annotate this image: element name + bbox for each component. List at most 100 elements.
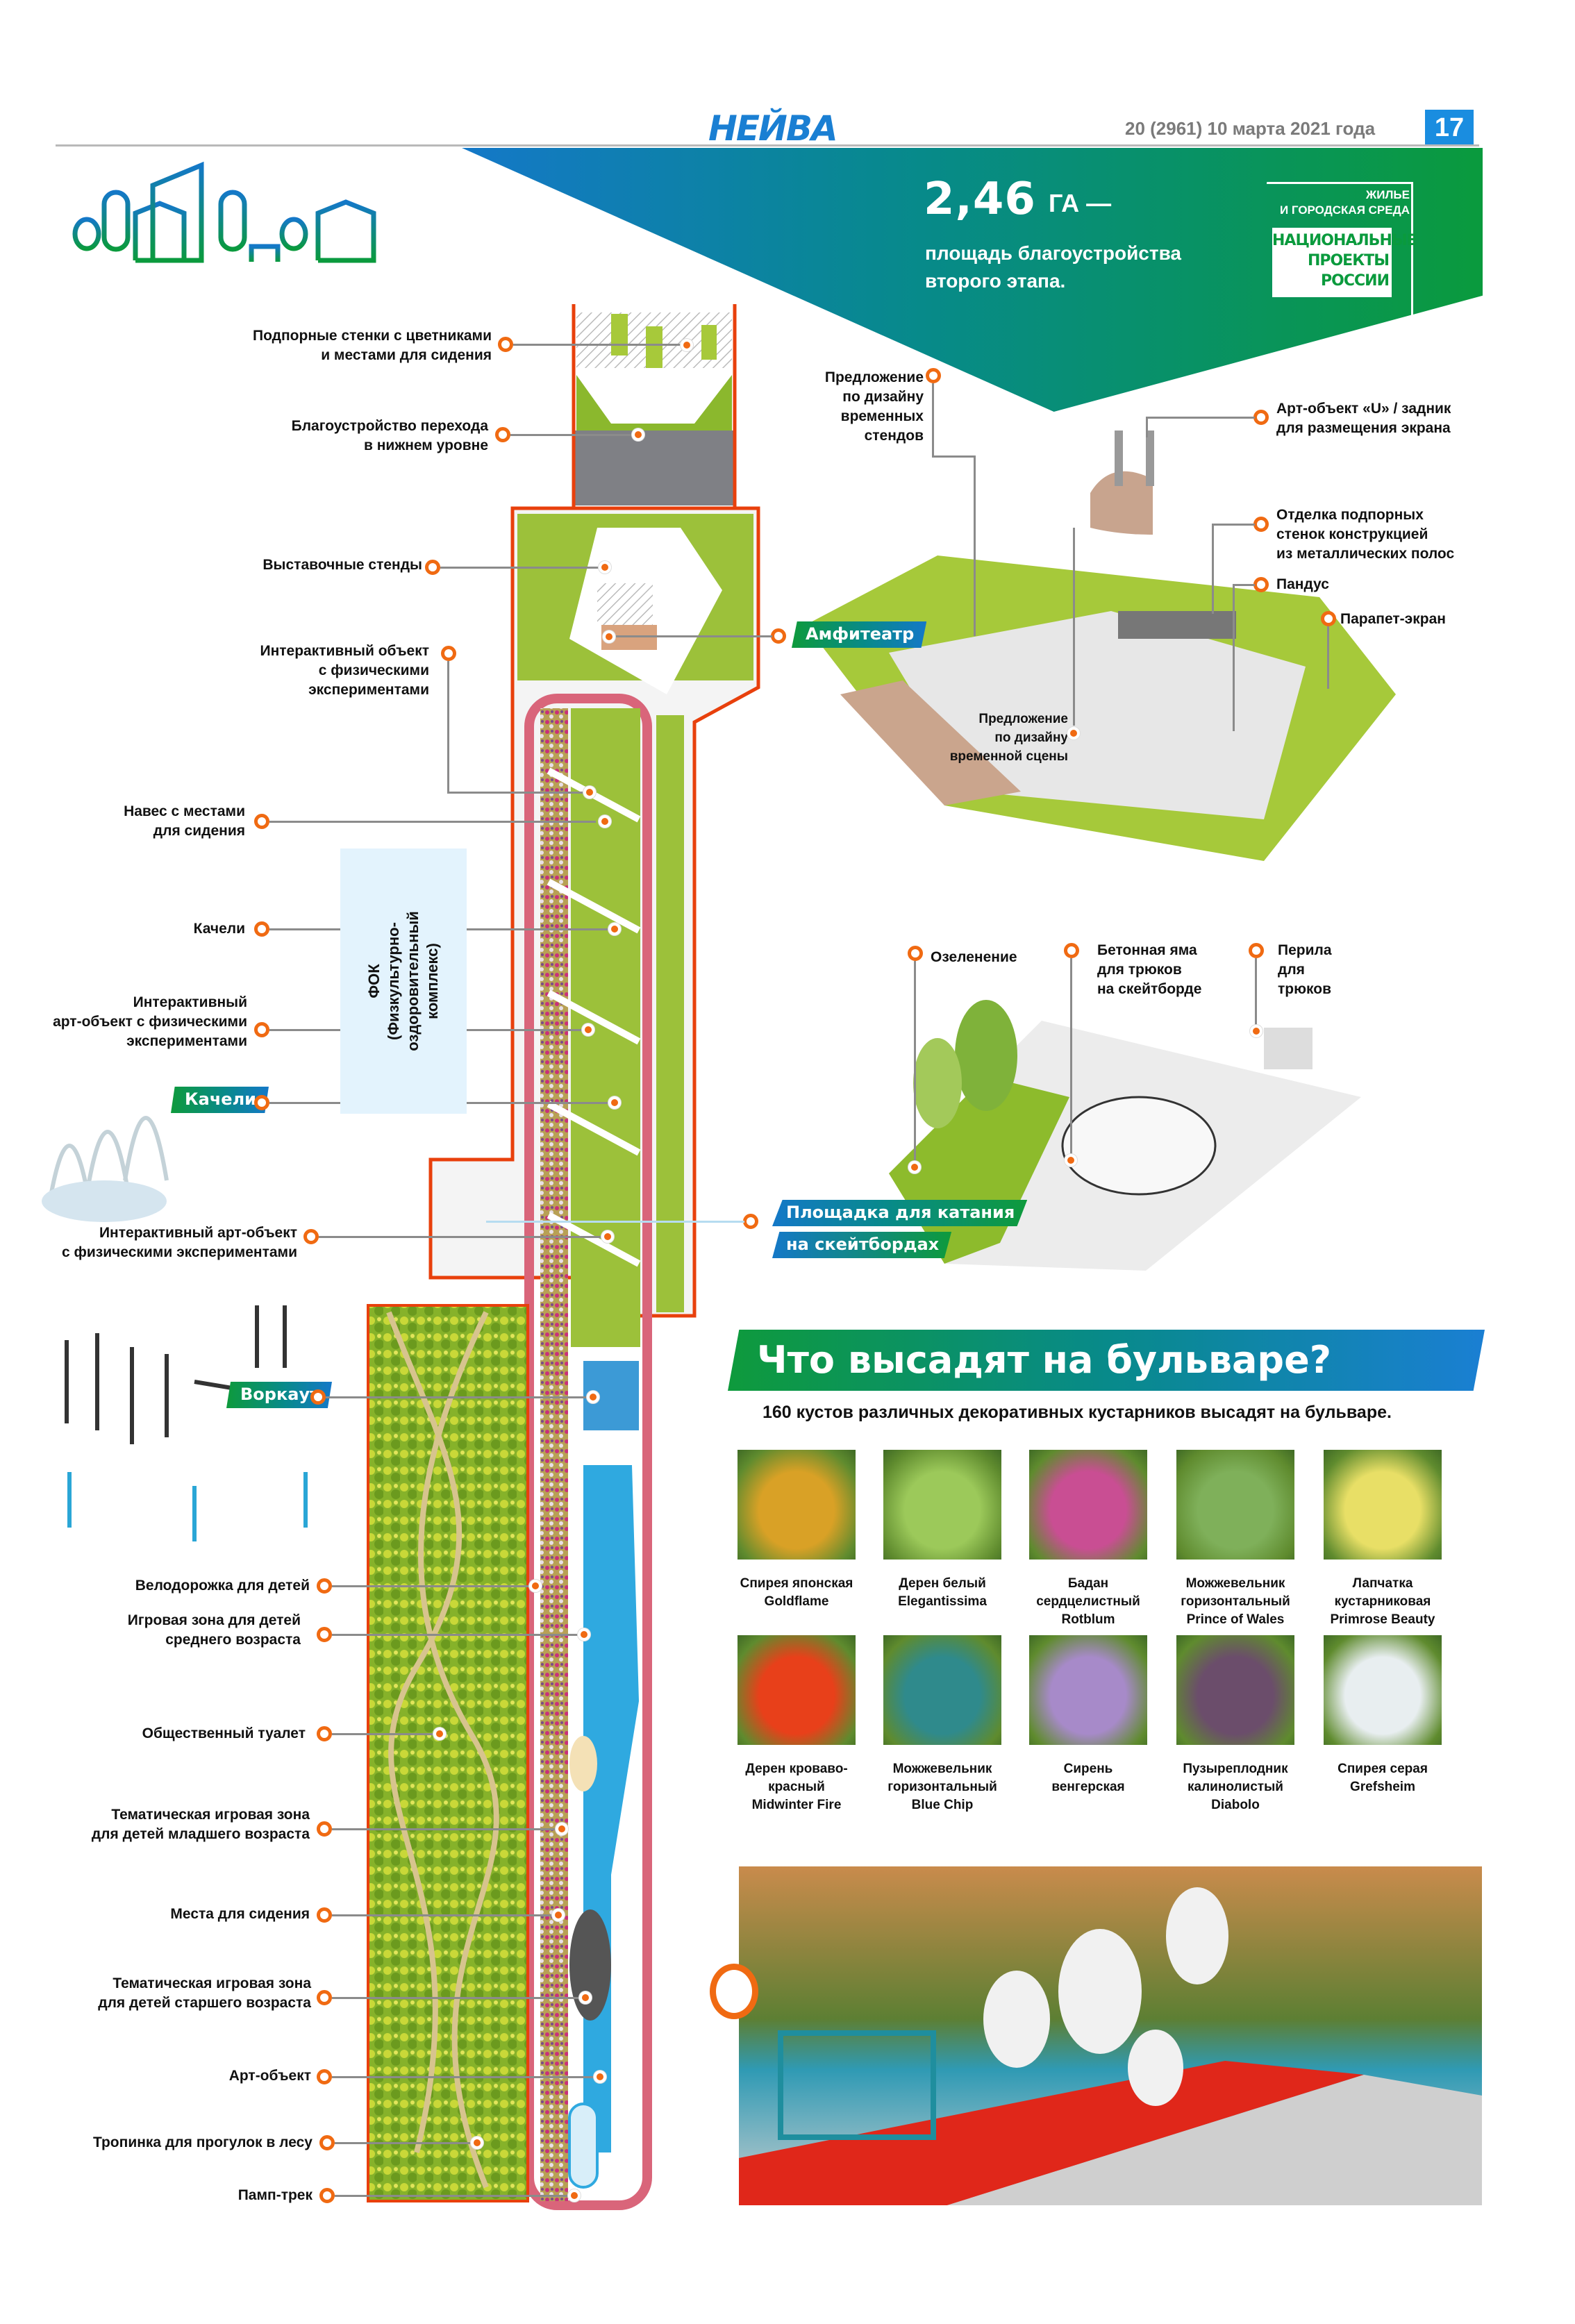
callout-marker[interactable] bbox=[1064, 943, 1079, 958]
callout-marker[interactable] bbox=[319, 2135, 335, 2150]
leader-line bbox=[1212, 524, 1255, 526]
callout-marker[interactable] bbox=[1321, 611, 1336, 626]
plant-name-line: Пузыреплодник bbox=[1183, 1762, 1288, 1776]
plan-pin[interactable] bbox=[594, 2071, 606, 2083]
plan-pin[interactable] bbox=[599, 815, 611, 828]
plan-pin[interactable] bbox=[1250, 1025, 1262, 1037]
leader-line bbox=[269, 1102, 340, 1104]
leader-line bbox=[447, 792, 586, 794]
plan-pin[interactable] bbox=[632, 428, 644, 441]
paved-walkway bbox=[947, 2075, 1482, 2205]
callout-marker[interactable] bbox=[498, 337, 513, 352]
callout-marker[interactable] bbox=[495, 427, 510, 442]
callout-marker[interactable] bbox=[908, 946, 923, 961]
plan-pin[interactable] bbox=[578, 1628, 590, 1641]
callout-marker[interactable] bbox=[317, 1990, 332, 2005]
callout-marker[interactable] bbox=[317, 1726, 332, 1741]
plan-pin[interactable] bbox=[908, 1161, 921, 1173]
leader-line bbox=[932, 383, 934, 457]
leader-line bbox=[332, 1634, 581, 1636]
plan-pin[interactable] bbox=[681, 339, 693, 351]
callout-art-object: Арт-объект bbox=[228, 2068, 311, 2084]
plan-pin[interactable] bbox=[608, 923, 621, 935]
leader-line bbox=[1327, 626, 1329, 689]
tag-skatepark-line2: на скейтбордах bbox=[772, 1232, 952, 1258]
callout-kids-cycle-path: Велодорожка для детей bbox=[135, 1578, 310, 1594]
leader-line bbox=[269, 1029, 340, 1031]
callout-marker[interactable] bbox=[319, 2188, 335, 2203]
national-projects-logo: НАЦИОНАЛЬНЫЕ ПРОЕКТЫ РОССИИ bbox=[1272, 228, 1417, 297]
plan-pin[interactable] bbox=[568, 2189, 581, 2202]
plant-photo bbox=[738, 1635, 856, 1745]
plant-photo bbox=[883, 1635, 1001, 1745]
plan-pin[interactable] bbox=[552, 1909, 565, 1921]
callout-marker[interactable] bbox=[1253, 410, 1269, 425]
callout-marker[interactable] bbox=[254, 814, 269, 829]
callout-marker[interactable] bbox=[317, 1627, 332, 1642]
newspaper-logo: НЕЙВА bbox=[708, 108, 838, 149]
np-logo-line: НАЦИОНАЛЬНЫЕ bbox=[1272, 232, 1417, 249]
plan-pin[interactable] bbox=[1067, 727, 1080, 739]
callout-marker[interactable] bbox=[254, 1095, 269, 1110]
callout-marker[interactable] bbox=[317, 1821, 332, 1837]
callout-marker[interactable] bbox=[317, 1907, 332, 1923]
plan-pin[interactable] bbox=[599, 561, 611, 574]
callout-marker[interactable] bbox=[926, 368, 941, 383]
plant-photo bbox=[1029, 1450, 1147, 1560]
callout-marker[interactable] bbox=[317, 2069, 332, 2084]
plant-photo bbox=[1029, 1635, 1147, 1745]
callout-marker[interactable] bbox=[771, 628, 786, 644]
plan-pin[interactable] bbox=[608, 1096, 621, 1109]
plan-pin[interactable] bbox=[433, 1728, 446, 1740]
plant-name-line: Elegantissima bbox=[898, 1594, 987, 1609]
underpass-area bbox=[574, 430, 735, 505]
leader-line bbox=[467, 928, 609, 930]
callout-marker[interactable] bbox=[1253, 517, 1269, 532]
callout-marker[interactable] bbox=[425, 560, 440, 575]
callout-marker[interactable] bbox=[303, 1229, 319, 1244]
callout-marker[interactable] bbox=[743, 1214, 758, 1229]
leader-line bbox=[326, 1396, 590, 1398]
leader-line bbox=[1146, 417, 1255, 419]
leader-line bbox=[332, 1585, 533, 1587]
callout-marker[interactable] bbox=[254, 921, 269, 937]
plan-pin[interactable] bbox=[579, 1991, 592, 2004]
plan-pin[interactable] bbox=[556, 1823, 568, 1835]
callout-marker[interactable] bbox=[317, 1578, 332, 1594]
callout-marker[interactable] bbox=[1249, 943, 1264, 958]
plan-pin[interactable] bbox=[603, 630, 615, 643]
callout-marker[interactable] bbox=[310, 1389, 326, 1405]
plan-pin[interactable] bbox=[587, 1391, 599, 1403]
plan-pin[interactable] bbox=[601, 1230, 614, 1243]
plan-pin[interactable] bbox=[471, 2137, 483, 2149]
masthead: НЕЙВА bbox=[708, 108, 838, 149]
plant-name-line: горизонтальный bbox=[888, 1780, 997, 1794]
fok-sports-complex: ФОК (Физкультурно- оздоровительный компл… bbox=[340, 848, 467, 1114]
plan-pin[interactable] bbox=[582, 1023, 594, 1036]
callout-marker[interactable] bbox=[441, 646, 456, 661]
issue-info: 20 (2961) 10 марта 2021 года bbox=[1125, 118, 1376, 139]
callout-marker[interactable] bbox=[1253, 577, 1269, 592]
fok-subtitle-line: комплекс) bbox=[424, 943, 441, 1019]
plan-pin[interactable] bbox=[583, 786, 596, 799]
plant-photo bbox=[1176, 1635, 1294, 1745]
np-logo-line: РОССИИ bbox=[1321, 272, 1390, 290]
climbing-frame bbox=[778, 2030, 936, 2140]
plan-pin[interactable] bbox=[529, 1580, 542, 1592]
plan-pin[interactable] bbox=[1065, 1154, 1077, 1167]
leader-line bbox=[440, 567, 603, 569]
callout-marker[interactable] bbox=[254, 1022, 269, 1037]
leader-line bbox=[1073, 528, 1075, 726]
